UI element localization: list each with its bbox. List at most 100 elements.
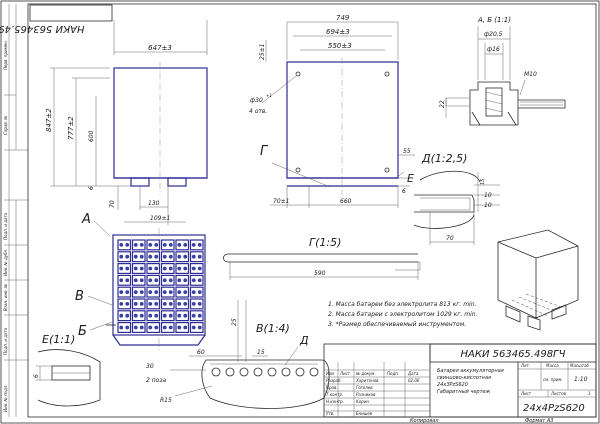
cell: [117, 274, 132, 286]
cell-terminal: [191, 254, 196, 259]
cell-terminal: [148, 254, 153, 259]
cell-terminal: [125, 313, 130, 318]
cell-terminal: [168, 266, 173, 271]
cell-terminal: [183, 290, 188, 294]
dim-55: 55: [403, 148, 411, 155]
cell-terminal: [162, 302, 167, 306]
staff-name-0: Харитонов: [355, 378, 379, 383]
hdr-sheet: Лист: [520, 391, 532, 396]
dim-2poza: 2 поза: [146, 377, 167, 384]
scale-value: 1:10: [574, 376, 588, 383]
cell-terminal: [139, 302, 144, 306]
detail-v-terminal: [309, 367, 319, 377]
side-strip: Перв. примен. Справ. № Подп. и дата Инв.…: [3, 4, 28, 417]
dim-660: 660: [340, 198, 352, 205]
section-ab-title: А, Б (1:1): [477, 16, 511, 24]
view-label-a: А: [81, 212, 91, 227]
hdr-sheets: Листов: [550, 391, 567, 396]
dim-25: 25±1: [259, 44, 266, 60]
cell: [160, 239, 175, 251]
cell: [131, 263, 146, 275]
detail-v-terminal: [267, 367, 277, 377]
cell-terminal: [125, 302, 130, 306]
dim-hole: ф30: [250, 97, 263, 104]
cell-terminal: [197, 243, 202, 247]
cell-grid: [117, 239, 204, 334]
doc-name-2: свинцово-кислотная: [437, 375, 491, 381]
detail-v-terminal: [239, 367, 249, 377]
cell: [146, 239, 161, 251]
dim-6b: 6: [402, 188, 406, 195]
side-body: [286, 61, 399, 179]
cell-terminal: [119, 266, 124, 271]
cell-terminal: [162, 278, 167, 283]
cell-terminal: [154, 325, 159, 330]
cell: [160, 251, 175, 263]
detail-g-rail: [228, 253, 418, 263]
detail-g: Г(1:5) 590: [223, 236, 421, 280]
cell-terminal: [162, 254, 167, 259]
cell-terminal: [125, 278, 130, 283]
cell-terminal: [191, 243, 196, 247]
cell-terminal: [191, 302, 196, 306]
cell-terminal: [133, 278, 138, 283]
cell-terminal: [168, 325, 173, 330]
front-body: [113, 67, 208, 179]
terminal-body: [469, 81, 519, 126]
cell: [117, 310, 132, 322]
view-label-g: Г: [260, 144, 269, 159]
dim-590: 590: [314, 270, 326, 277]
cell-terminal: [119, 313, 124, 318]
cell-terminal: [148, 325, 153, 330]
cell-terminal: [139, 266, 144, 271]
detail-g-title: Г(1:5): [309, 236, 341, 249]
dim-600: 600: [88, 130, 95, 142]
cell-terminal: [148, 313, 153, 318]
cell: [189, 251, 204, 263]
cell: [131, 310, 146, 322]
cell-terminal: [133, 325, 138, 330]
cell: [175, 274, 190, 286]
detail-v-terminal: [211, 367, 221, 377]
cell-terminal: [119, 278, 124, 283]
dim-847: 847±2: [45, 108, 53, 132]
detail-d-title: Д(1:2,5): [421, 152, 467, 165]
cell: [146, 251, 161, 263]
cell-terminal: [168, 278, 173, 283]
cell-terminal: [133, 290, 138, 294]
cell: [160, 322, 175, 334]
format-label: Формат А3: [525, 418, 553, 424]
detail-v-terminal: [225, 367, 235, 377]
staff-name-2: Разников: [356, 392, 376, 397]
section-ab: А, Б (1:1) ф20,5 ф16 М10 22: [439, 16, 566, 126]
cell-terminal: [119, 243, 124, 247]
cell: [131, 286, 146, 298]
cell-terminal: [162, 266, 167, 271]
detail-v-shape: [201, 359, 330, 409]
note-3: 3. *Размер обеспечиваемый инструментом.: [328, 321, 466, 328]
cell-terminal: [197, 254, 202, 259]
dim-20-5: ф20,5: [484, 31, 503, 38]
cell-terminal: [183, 266, 188, 271]
cell: [117, 286, 132, 298]
staff-name-4: Енишев: [356, 411, 373, 416]
cell-terminal: [168, 254, 173, 259]
strip-inv-dubl: Инв. № дубл.: [3, 249, 8, 276]
cell-terminal: [148, 302, 153, 306]
dim-130: 130: [148, 200, 160, 207]
staff-role-1: Пров.: [326, 385, 338, 390]
cell: [175, 251, 190, 263]
cell-terminal: [183, 302, 188, 306]
cell-terminal: [154, 266, 159, 271]
dim-550: 550±3: [328, 42, 352, 50]
dim-749: 749: [336, 14, 350, 22]
mount-hole-1: [295, 71, 301, 77]
cell-terminal: [197, 325, 202, 330]
cell-terminal: [139, 325, 144, 330]
cell: [189, 286, 204, 298]
dim-r15: R15: [160, 397, 172, 404]
strip-podp-data-2: Подп. и дата: [3, 327, 8, 355]
designation-mirror: НАКИ 563465.498ГЧ: [0, 23, 85, 34]
